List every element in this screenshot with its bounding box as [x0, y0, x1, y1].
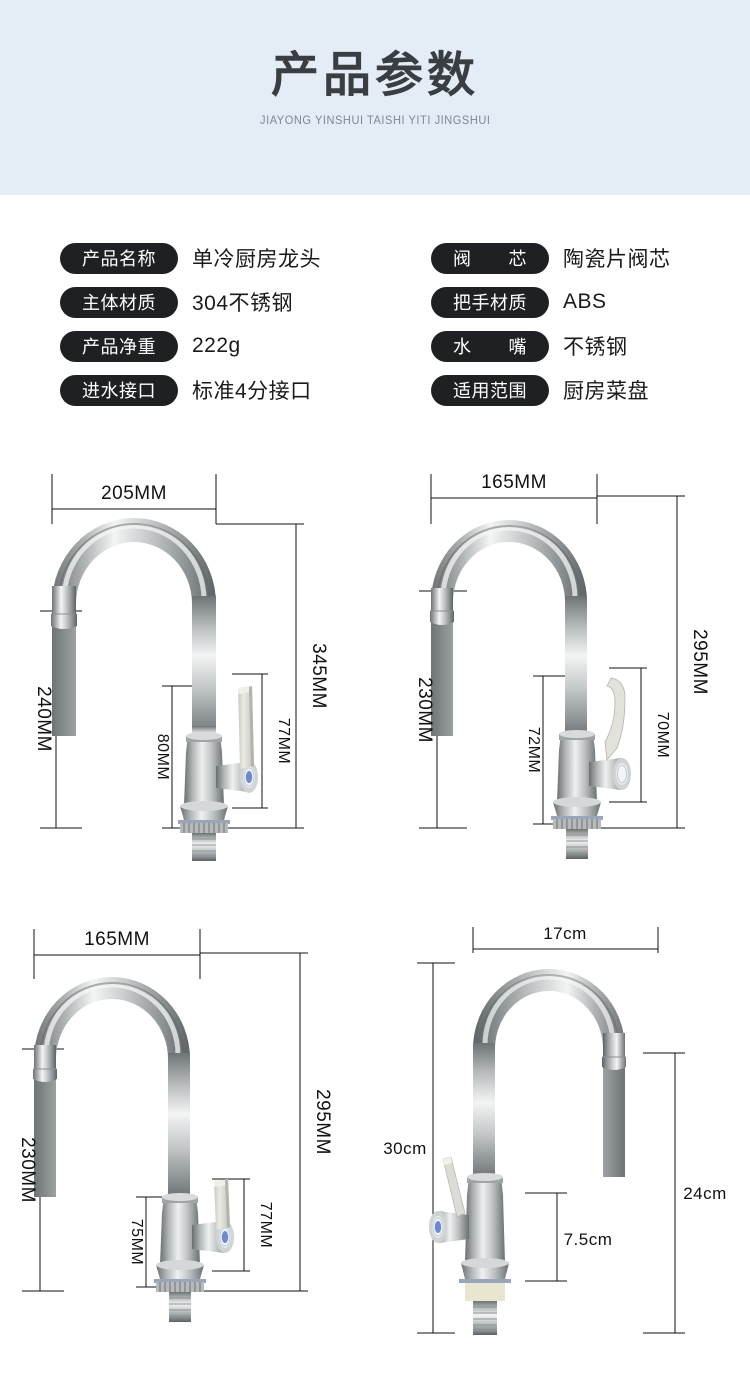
page-header: 产品参数 JIAYONG YINSHUI TAISHI YITI JINGSHU…	[0, 0, 750, 195]
dimension-label-inner-right: 77MM	[257, 1202, 274, 1248]
spec-label: 水 嘴	[431, 330, 549, 362]
diagram-grid: 205MM 345MM 240MM 80MM 77MM	[0, 436, 750, 1379]
page-subtitle: JIAYONG YINSHUI TAISHI YITI JINGSHUI	[259, 113, 491, 128]
dimension-label-inner-right: 77MM	[275, 718, 292, 764]
faucet-diagram-1: 205MM 345MM 240MM 80MM 77MM	[0, 436, 375, 908]
spec-value: ABS	[563, 290, 607, 313]
faucet-diagram-3: 165MM 295MM 230MM 75MM 77MM	[0, 907, 375, 1379]
spec-value: 陶瓷片阀芯	[563, 248, 671, 271]
spec-label: 产品名称	[60, 242, 178, 274]
dimension-label-right-height: 295MM	[689, 629, 710, 695]
spec-label: 阀 芯	[431, 242, 549, 274]
dimension-label-inner-left: 80MM	[154, 734, 171, 780]
dimension-label-top-width: 205MM	[101, 483, 167, 504]
faucet-diagram-2: 165MM 295MM 230MM 72MM 70MM	[375, 436, 750, 908]
dimension-label-top-width: 165MM	[481, 472, 547, 493]
dimension-label-left-height: 240MM	[33, 686, 54, 752]
dimension-label-inner-right: 70MM	[654, 712, 671, 758]
spec-row: 把手材质 ABS	[431, 280, 750, 324]
dimension-label-left-height: 230MM	[17, 1137, 38, 1203]
page-title: 产品参数	[270, 49, 479, 102]
spec-row: 产品名称 单冷厨房龙头	[60, 236, 375, 280]
spec-label: 主体材质	[60, 286, 178, 318]
dimension-label-inner-left: 72MM	[525, 727, 542, 773]
spec-label: 进水接口	[60, 374, 178, 406]
dimension-label-inner-left: 75MM	[128, 1219, 145, 1265]
spec-row: 产品净重 222g	[60, 324, 375, 368]
spec-value: 不锈钢	[563, 336, 628, 359]
dimension-label-top-width: 17cm	[543, 924, 587, 943]
spec-row: 主体材质 304不锈钢	[60, 280, 375, 324]
spec-label: 适用范围	[431, 374, 549, 406]
spec-label: 把手材质	[431, 286, 549, 318]
dimension-label-inner-right: 7.5cm	[564, 1230, 613, 1249]
dimension-label-left-height: 230MM	[414, 677, 435, 743]
spec-value: 厨房菜盘	[563, 380, 649, 403]
dimension-label-right-height: 24cm	[683, 1184, 727, 1203]
spec-table: 产品名称 单冷厨房龙头 主体材质 304不锈钢 产品净重 222g 进水接口 标…	[0, 236, 750, 416]
spec-label: 产品净重	[60, 330, 178, 362]
spec-value: 单冷厨房龙头	[192, 248, 321, 271]
dimension-label-right-height: 295MM	[312, 1089, 333, 1155]
dimension-label-left-height: 30cm	[383, 1139, 427, 1158]
dimension-label-right-height: 345MM	[308, 643, 329, 709]
dimension-label-top-width: 165MM	[84, 929, 150, 950]
spec-column-right: 阀 芯 陶瓷片阀芯 把手材质 ABS 水 嘴 不锈钢 适用范围 厨房菜盘	[375, 236, 750, 416]
spec-value: 222g	[192, 334, 241, 357]
spec-column-left: 产品名称 单冷厨房龙头 主体材质 304不锈钢 产品净重 222g 进水接口 标…	[0, 236, 375, 416]
spec-row: 进水接口 标准4分接口	[60, 368, 375, 412]
spec-row: 水 嘴 不锈钢	[431, 324, 750, 368]
spec-value: 标准4分接口	[192, 380, 312, 403]
spec-value: 304不锈钢	[192, 292, 294, 315]
faucet-diagram-4: 17cm 30cm 24cm 7.5cm	[375, 907, 750, 1379]
spec-row: 适用范围 厨房菜盘	[431, 368, 750, 412]
spec-row: 阀 芯 陶瓷片阀芯	[431, 236, 750, 280]
